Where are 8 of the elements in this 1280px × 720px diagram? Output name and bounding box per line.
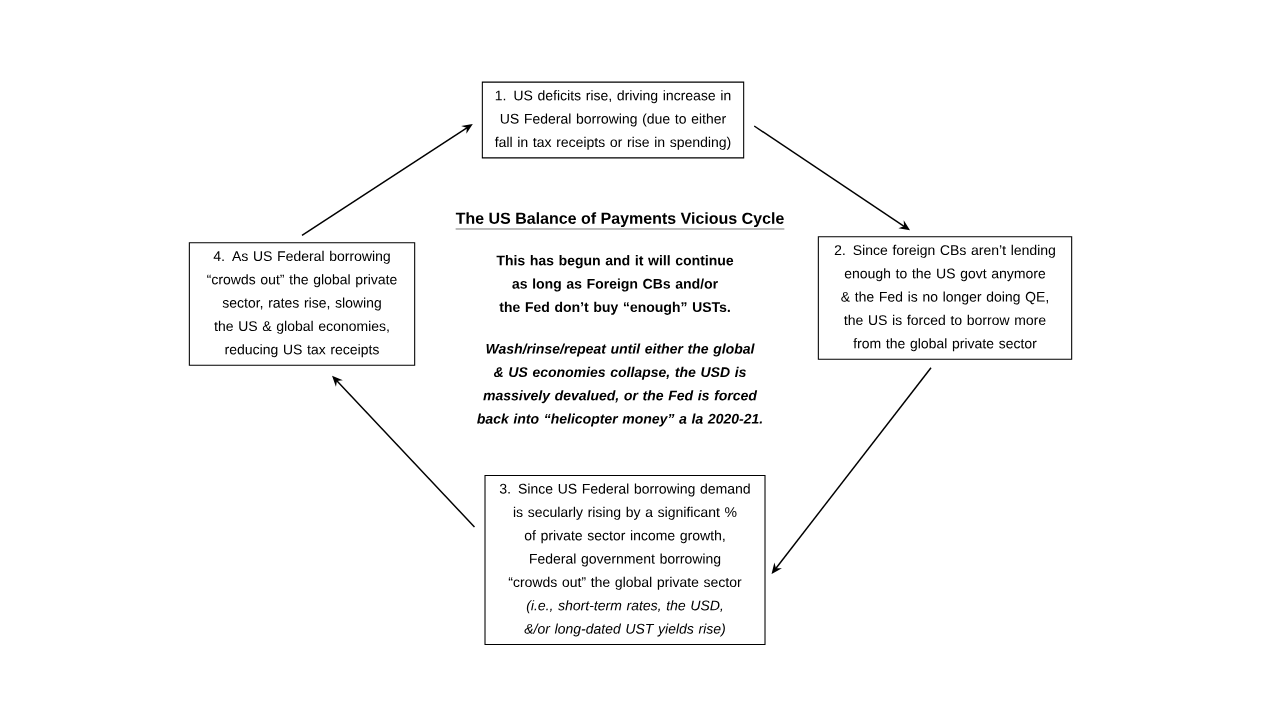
- process-box: 4. As US Federal borrowing “crowds out” the global private sector, rates rise, slowing the US & global economies, reducing US tax receipts: [188, 242, 416, 366]
- note-text: This has begun and it will continue as long as Foreign CBs and/or the Fed don’t buy “enough” USTs.: [496, 255, 734, 315]
- process-box: 1. US deficits rise, driving increase in US Federal borrowing (due to either fall in tax receipts or rise in spending): [481, 81, 745, 159]
- process-box: 2. Since foreign CBs aren’t lending enough to the US govt anymore & the Fed is no longer doing QE, the US is forced to borrow more from the global private sector: [817, 236, 1073, 360]
- title: The US Balance of Payments Vicious Cycle: [455, 212, 785, 230]
- arrow: [771, 367, 932, 574]
- note-text: Wash/rinse/repeat until either the global & US economies collapse, the USD is massively devalued, or the Fed is forced back into “helicopter money” a la 2020-21.: [477, 343, 762, 427]
- process-box: 3. Since US Federal borrowing demand is secularly rising by a significant % of private sector income growth, Federal government borrowing “crowds out” the global private sector (i.e., short-term rates, the USD, &/or long-dated UST yields rise): [484, 474, 766, 646]
